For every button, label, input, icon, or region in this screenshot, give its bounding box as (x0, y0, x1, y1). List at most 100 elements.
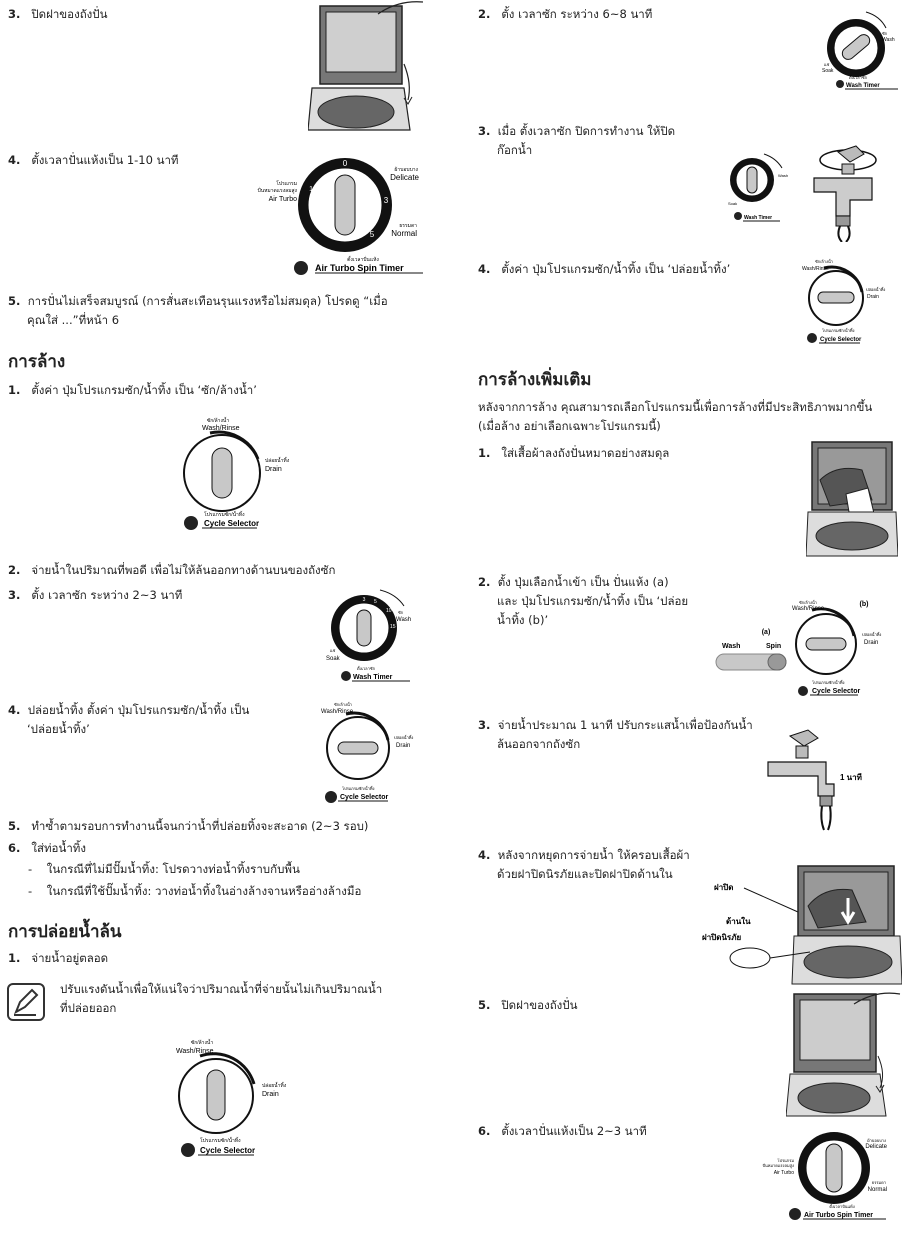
heading-overflow: การปล่อยน้ำล้น (8, 922, 122, 942)
svg-text:10: 10 (309, 186, 317, 193)
right-step-2: 2. ตั้ง เวลาซัก ระหว่าง 6~8 นาที (478, 7, 653, 21)
extra-step-1: 1. ใส่เสื้อผ้าลงถังปั่นหมาดอย่างสมดุล (478, 446, 670, 460)
svg-text:ปล่อยน้ำทิ้ง: ปล่อยน้ำทิ้ง (862, 630, 881, 637)
svg-text:0: 0 (343, 159, 348, 168)
rinse-step-2: 2. จ่ายน้ำในปริมาณที่พอดี เพื่อไม่ให้ล้น… (8, 563, 336, 577)
svg-text:โปรแกรม: โปรแกรม (276, 180, 297, 187)
cycle-selector-dial-washrinse: ซัก/ล้างน้ำ Wash/Rinse ปล่อยน้ำทิ้ง Drai… (183, 415, 290, 530)
svg-text:Air Turbo Spin Timer: Air Turbo Spin Timer (804, 1212, 873, 1219)
air-turbo-spin-timer-dial-right: ผ้าบอบบาง Delicate โปรแกรม ปั่นหมาดแรงลม… (762, 1132, 888, 1220)
svg-text:ซัก/ล้างน้ำ: ซัก/ล้างน้ำ (207, 415, 230, 424)
svg-text:Wash/Rinse: Wash/Rinse (792, 606, 825, 612)
wash-timer-dial-off: Wash Soak Wash Timer (728, 153, 788, 222)
svg-text:Cycle Selector: Cycle Selector (812, 688, 861, 695)
svg-text:แช่: แช่ (330, 648, 336, 653)
extra-rinse-intro: หลังจากการล้าง คุณสามารถเลือกโปรแกรมนี้เ… (478, 400, 873, 433)
svg-text:ซัก: ซัก (882, 31, 888, 36)
svg-text:Cycle Selector: Cycle Selector (204, 519, 259, 528)
faucet-1-minute-illustration: 1 นาที (767, 729, 862, 831)
svg-text:ซัก/ล้างน้ำ: ซัก/ล้างน้ำ (815, 258, 833, 264)
svg-text:Wash/Rinse: Wash/Rinse (321, 709, 354, 715)
svg-text:Air Turbo Spin Timer: Air Turbo Spin Timer (315, 263, 404, 273)
svg-text:ธรรมดา: ธรรมดา (872, 1180, 886, 1185)
faucet-closing-illustration (813, 145, 877, 242)
rinse-step-4: 4. ปล่อยน้ำทิ้ง ตั้งค่า ปุ่มโปรแกรมซัก/น… (8, 703, 250, 736)
svg-text:Wash: Wash (778, 173, 788, 178)
svg-text:แช่: แช่ (824, 62, 830, 67)
svg-text:ซัก/ล้างน้ำ: ซัก/ล้างน้ำ (799, 598, 817, 605)
svg-text:โปรแกรมซัก/น้ำทิ้ง: โปรแกรมซัก/น้ำทิ้ง (204, 509, 245, 518)
rinse-step-1: 1. ตั้งค่า ปุ่มโปรแกรมซัก/น้ำทิ้ง เป็น ‘… (8, 383, 257, 397)
svg-text:Spin: Spin (766, 643, 781, 650)
svg-text:Drain: Drain (396, 743, 410, 749)
rinse-step-6a: - ในกรณีที่ไม่มีปั๊มน้ำทิ้ง: โปรดวางท่อน… (28, 862, 300, 876)
rinse-step-5: 5. ทำซ้ำตามรอบการทำงานนี้จนกว่าน้ำที่ปล่… (8, 819, 369, 833)
svg-text:โปรแกรมซัก/น้ำทิ้ง: โปรแกรมซัก/น้ำทิ้ง (822, 326, 854, 333)
svg-text:Wash/Rinse: Wash/Rinse (802, 266, 829, 272)
svg-text:ซัก: ซัก (398, 610, 404, 615)
svg-text:ตั้งเวลาปั่นแห้ง: ตั้งเวลาปั่นแห้ง (347, 254, 379, 263)
water-selector-and-cycle-dial: (a) Wash Spin (b) ซัก/ล้างน้ำ Wash/Rinse… (715, 598, 881, 696)
svg-text:(a): (a) (762, 629, 771, 636)
svg-text:3: 3 (363, 597, 366, 603)
step-5-spin-incomplete: 5. การปั่นไม่เสร็จสมบูรณ์ (การสั่นสะเทือ… (8, 294, 388, 327)
svg-text:ฝาปิดนิรภัย: ฝาปิดนิรภัย (702, 933, 741, 942)
cycle-selector-dial-drain-right: ซัก/ล้างน้ำ Wash/Rinse ปล่อยน้ำทิ้ง Drai… (802, 258, 885, 344)
svg-text:Soak: Soak (822, 68, 834, 74)
svg-text:ปล่อยน้ำทิ้ง: ปล่อยน้ำทิ้ง (394, 733, 413, 740)
svg-text:ผ้าบอบบาง: ผ้าบอบบาง (867, 1138, 886, 1143)
wash-timer-dial-right: ซัก Wash แช่ Soak ตั้งเวลาซัก Wash Timer (822, 11, 898, 90)
svg-text:ซัก/ล้างน้ำ: ซัก/ล้างน้ำ (334, 700, 352, 707)
extra-step-5: 5. ปิดฝาของถังปั่น (478, 998, 578, 1012)
svg-text:โปรแกรม: โปรแกรม (777, 1158, 794, 1163)
svg-text:Soak: Soak (326, 656, 341, 662)
svg-text:1 นาที: 1 นาที (840, 772, 862, 782)
svg-text:ตั้งเวลาปั่นแห้ง: ตั้งเวลาปั่นแห้ง (829, 1202, 854, 1209)
overflow-step-1: 1. จ่ายน้ำอยู่ตลอด (8, 951, 109, 965)
step-4-spin-timer: 4. ตั้งเวลาปั่นแห้งเป็น 1-10 นาที (8, 153, 179, 167)
svg-text:ด้านใน: ด้านใน (726, 916, 751, 926)
svg-text:ปล่อยน้ำทิ้ง: ปล่อยน้ำทิ้ง (262, 1080, 287, 1089)
rinse-step-6b: - ในกรณีที่ใช้ปั๊มน้ำทิ้ง: วางท่อน้ำทิ้ง… (28, 884, 362, 898)
svg-text:ปั่นหมาดแรงลมสูง: ปั่นหมาดแรงลมสูง (258, 187, 298, 194)
svg-text:Cycle Selector: Cycle Selector (340, 794, 389, 801)
svg-text:Drain: Drain (262, 1091, 279, 1098)
svg-text:ซัก/ล้างน้ำ: ซัก/ล้างน้ำ (191, 1038, 214, 1046)
svg-text:ธรรมดา: ธรรมดา (399, 223, 417, 229)
svg-text:Normal: Normal (391, 229, 417, 238)
right-step-3: 3. เมื่อ ตั้งเวลาซัก ปิดการทำงาน ให้ปิด … (478, 124, 676, 157)
extra-step-4: 4. หลังจากหยุดการจ่ายน้ำ ให้ครอบเสื้อผ้า… (478, 848, 690, 881)
svg-text:(b): (b) (860, 601, 869, 608)
svg-text:Wash Timer: Wash Timer (846, 83, 880, 89)
svg-text:10: 10 (386, 608, 392, 614)
svg-text:ปล่อยน้ำทิ้ง: ปล่อยน้ำทิ้ง (866, 285, 885, 292)
cycle-selector-dial-overflow: ซัก/ล้างน้ำ Wash/Rinse ปล่อยน้ำทิ้ง Drai… (176, 1038, 287, 1157)
svg-text:Soak: Soak (728, 201, 737, 206)
svg-text:ตั้งเวลาซัก: ตั้งเวลาซัก (357, 664, 376, 671)
svg-text:ฝาปิด: ฝาปิด (714, 883, 733, 892)
svg-text:ปั่นหมาดแรงลมสูง: ปั่นหมาดแรงลมสูง (762, 1163, 794, 1169)
step-3-close-lid: 3. ปิดฝาของถังปั่น (8, 7, 108, 21)
svg-text:Delicate: Delicate (865, 1144, 887, 1150)
svg-text:Cycle Selector: Cycle Selector (200, 1146, 255, 1155)
svg-text:5: 5 (370, 230, 375, 239)
svg-text:Delicate: Delicate (390, 173, 419, 182)
rinse-step-3: 3. ตั้ง เวลาซัก ระหว่าง 2~3 นาที (8, 588, 183, 602)
svg-text:Drain: Drain (867, 294, 879, 300)
right-step-4: 4. ตั้งค่า ปุ่มโปรแกรมซัก/น้ำทิ้ง เป็น ‘… (478, 262, 731, 276)
svg-text:Wash/Rinse: Wash/Rinse (202, 425, 240, 432)
extra-step-2: 2. ตั้ง ปุ่มเลือกน้ำเข้า เป็น ปั่นแห้ง (… (478, 575, 689, 627)
svg-text:3: 3 (384, 196, 389, 205)
svg-text:Air Turbo: Air Turbo (269, 196, 298, 203)
svg-text:โปรแกรมซัก/น้ำทิ้ง: โปรแกรมซัก/น้ำทิ้ง (200, 1135, 241, 1144)
rinse-step-6: 6. ใส่ท่อน้ำทิ้ง (8, 841, 86, 855)
svg-text:15: 15 (390, 624, 396, 630)
cycle-selector-dial-drain: ซัก/ล้างน้ำ Wash/Rinse ปล่อยน้ำทิ้ง Drai… (321, 700, 413, 803)
extra-step-6: 6. ตั้งเวลาปั่นแห้งเป็น 2~3 นาที (478, 1124, 647, 1138)
svg-text:Cycle Selector: Cycle Selector (820, 337, 862, 343)
air-turbo-spin-timer-dial: 0 3 5 10 ผ้าบอบบาง Delicate โปรแกรม ปั่น… (258, 158, 423, 275)
wash-timer-dial: 3 5 10 15 ซัก Wash แช่ Soak ตั้งเวลาซัก … (326, 589, 411, 682)
heading-extra-rinse: การล้างเพิ่มเติม (478, 370, 592, 390)
svg-text:โปรแกรมซัก/น้ำทิ้ง: โปรแกรมซัก/น้ำทิ้ง (342, 784, 374, 791)
svg-text:โปรแกรมซัก/น้ำทิ้ง: โปรแกรมซัก/น้ำทิ้ง (812, 678, 844, 685)
